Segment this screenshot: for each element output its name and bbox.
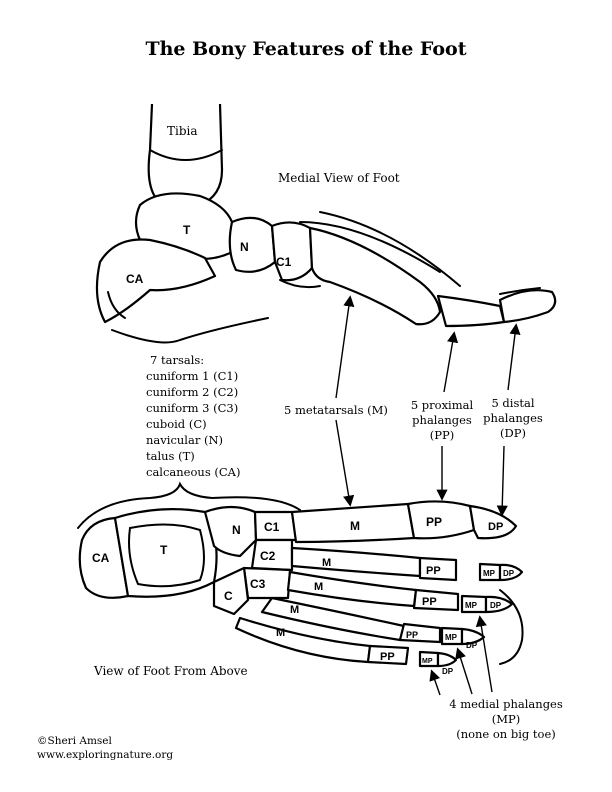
navicular-bone xyxy=(228,216,277,273)
top-cuboid-label: C xyxy=(224,589,233,603)
tarsal-item: cuboid (C) xyxy=(146,417,207,431)
top-calcaneus-label: CA xyxy=(92,551,110,565)
proximal-phalanx-bone xyxy=(436,294,506,328)
medial-talus-label: T xyxy=(183,223,191,237)
top-distal-label-3: DP xyxy=(490,601,502,610)
medial-arrow-1 xyxy=(429,669,441,696)
tarsal-item: talus (T) xyxy=(146,449,195,463)
top-metatarsal-label-5: M xyxy=(276,627,285,639)
top-cuneiform3-label: C3 xyxy=(250,577,266,591)
top-metatarsal-label-4: M xyxy=(290,604,299,616)
tarsal-item: navicular (N) xyxy=(146,433,224,447)
tarsal-item: cuniform 2 (C2) xyxy=(146,385,239,399)
copyright-text: ©Sheri Amsel xyxy=(37,735,112,747)
top-talus-label: T xyxy=(160,543,168,557)
calcaneus-bone xyxy=(95,238,217,324)
top-distal-phalanx-1 xyxy=(468,504,518,540)
top-distal-label-4: DP xyxy=(466,641,478,650)
top-metatarsal-label-3: M xyxy=(314,581,323,593)
top-cuneiform2-label: C2 xyxy=(260,549,276,563)
cuneiform1-bone xyxy=(270,221,314,282)
website-link[interactable]: www.exploringnature.org xyxy=(37,749,174,761)
top-proximal-label-1: PP xyxy=(426,515,442,529)
tarsal-item: cuniform 1 (C1) xyxy=(146,369,239,383)
distal-arrow-up xyxy=(507,323,521,391)
metatarsal-arrow-up xyxy=(335,295,355,399)
tibia-bone xyxy=(147,103,224,210)
top-navicular-label: N xyxy=(232,523,241,537)
tarsals-heading: 7 tarsals: xyxy=(150,353,205,367)
proximal-phalanges-label: 5 proximal phalanges (PP) xyxy=(410,398,474,442)
tarsal-bracket-medial xyxy=(111,317,269,344)
top-distal-label-2: DP xyxy=(503,569,515,578)
top-medial-label-2: MP xyxy=(483,569,496,578)
top-view-drawing xyxy=(77,481,524,668)
tarsal-item: cuniform 3 (C3) xyxy=(146,401,239,415)
top-cuneiform2-bone xyxy=(250,538,294,572)
top-proximal-label-3: PP xyxy=(422,596,437,608)
top-proximal-phalanx-4 xyxy=(398,622,442,644)
top-navicular-bone xyxy=(203,505,258,558)
tarsal-bracket-top xyxy=(77,481,301,529)
medial-view-heading: Medial View of Foot xyxy=(278,171,400,185)
top-cuboid-bone xyxy=(212,566,250,616)
top-medial-label-4: MP xyxy=(445,633,458,642)
tarsals-list: 7 tarsals: cuniform 1 (C1) cuniform 2 (C… xyxy=(146,352,240,480)
top-proximal-phalanx-2 xyxy=(418,556,458,582)
top-proximal-label-5: PP xyxy=(380,651,395,663)
distal-phalanges-label: 5 distal phalanges (DP) xyxy=(483,396,543,440)
top-view-heading: View of Foot From Above xyxy=(94,664,248,678)
medial-calcaneus-label: CA xyxy=(126,272,144,286)
tibia-label: Tibia xyxy=(167,124,198,138)
distal-arrow-down xyxy=(496,445,508,517)
top-medial-label-3: MP xyxy=(465,601,478,610)
medial-view-drawing xyxy=(95,103,557,344)
top-metatarsal-label-1: M xyxy=(350,519,360,533)
top-proximal-phalanx-5 xyxy=(366,644,410,666)
medial-phalanges-label: 4 medial phalanges (MP) (none on big toe… xyxy=(449,697,563,741)
top-proximal-label-4: PP xyxy=(406,630,418,640)
proximal-arrow-up xyxy=(443,331,459,393)
top-proximal-phalanx-3 xyxy=(412,588,460,612)
medial-arrow-3 xyxy=(475,615,493,693)
medial-navicular-label: N xyxy=(240,240,249,254)
top-metatarsal-2 xyxy=(290,546,422,578)
top-medial-label-5: MP xyxy=(422,658,433,665)
distal-phalanx-bone xyxy=(498,289,557,324)
top-metatarsal-label-2: M xyxy=(322,557,331,569)
page-title: The Bony Features of the Foot xyxy=(145,38,467,60)
top-metatarsal-3 xyxy=(286,570,418,608)
credits: ©Sheri Amsel www.exploringnature.org xyxy=(37,734,173,762)
metatarsal-arrow-down xyxy=(335,419,355,507)
medial-cuneiform1-label: C1 xyxy=(276,255,292,269)
top-distal-label-1: DP xyxy=(488,521,503,533)
medial-arrow-2 xyxy=(455,647,473,695)
metatarsals-label: 5 metatarsals (M) xyxy=(284,403,388,417)
top-proximal-label-2: PP xyxy=(426,565,441,577)
tarsal-item: calcaneous (CA) xyxy=(146,465,241,479)
top-calcaneus-bone xyxy=(78,516,130,599)
first-metatarsal-bone xyxy=(308,226,442,326)
top-distal-label-5: DP xyxy=(442,667,454,676)
top-cuneiform1-label: C1 xyxy=(264,520,280,534)
